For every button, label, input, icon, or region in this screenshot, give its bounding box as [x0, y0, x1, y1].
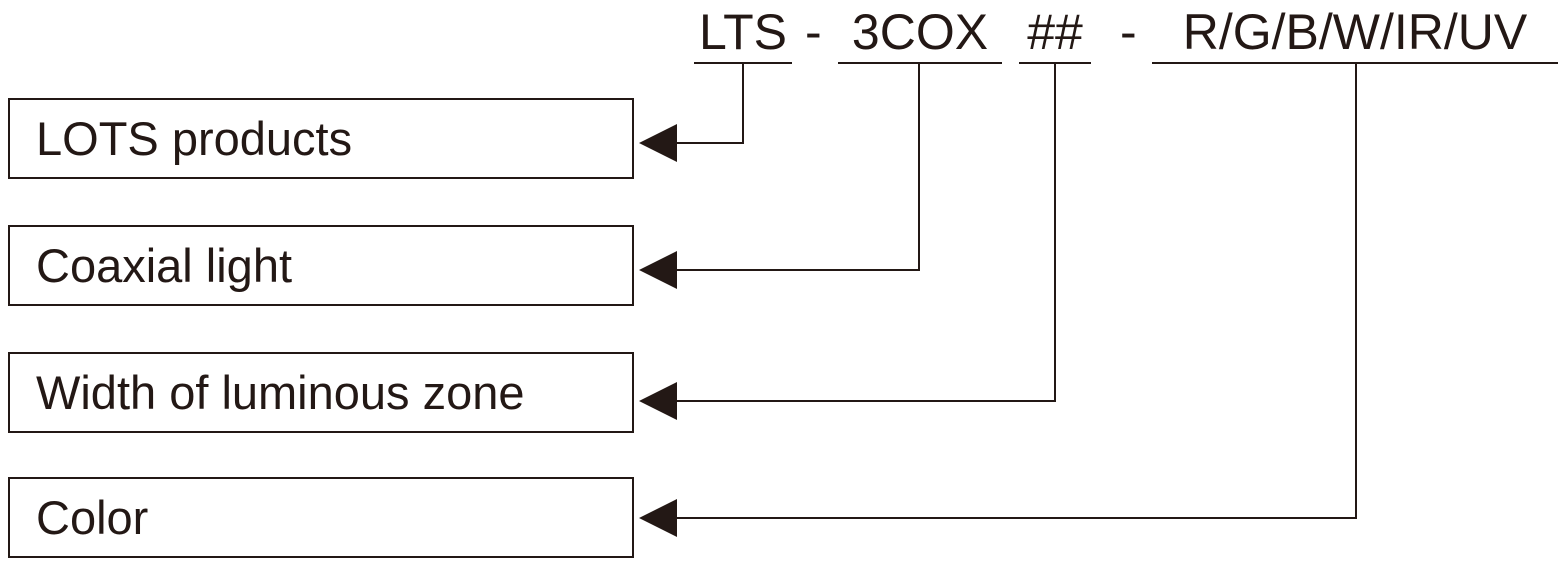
- code-segment-color: R/G/B/W/IR/UV: [1152, 2, 1558, 64]
- connector-width: [676, 64, 1056, 402]
- code-segment-type: 3COX: [838, 2, 1002, 64]
- box-label-type: Coaxial light: [36, 239, 293, 292]
- code-separator-1: -: [805, 4, 822, 60]
- connector-type: [676, 64, 920, 271]
- connector-series: [676, 64, 744, 144]
- description-box-series: LOTS products: [8, 98, 634, 179]
- description-box-color: Color: [8, 477, 634, 558]
- arrowhead-color: [639, 499, 677, 537]
- box-label-series: LOTS products: [36, 112, 353, 165]
- arrowhead-series: [639, 124, 677, 162]
- code-separator-2: -: [1120, 4, 1137, 60]
- connector-color: [676, 64, 1357, 519]
- box-label-width: Width of luminous zone: [36, 366, 525, 419]
- code-segment-series: LTS: [694, 2, 792, 64]
- description-box-type: Coaxial light: [8, 225, 634, 306]
- arrowhead-type: [639, 251, 677, 289]
- code-segment-width: ##: [1019, 2, 1091, 64]
- description-box-width: Width of luminous zone: [8, 352, 634, 433]
- box-label-color: Color: [36, 491, 149, 544]
- arrowhead-width: [639, 382, 677, 420]
